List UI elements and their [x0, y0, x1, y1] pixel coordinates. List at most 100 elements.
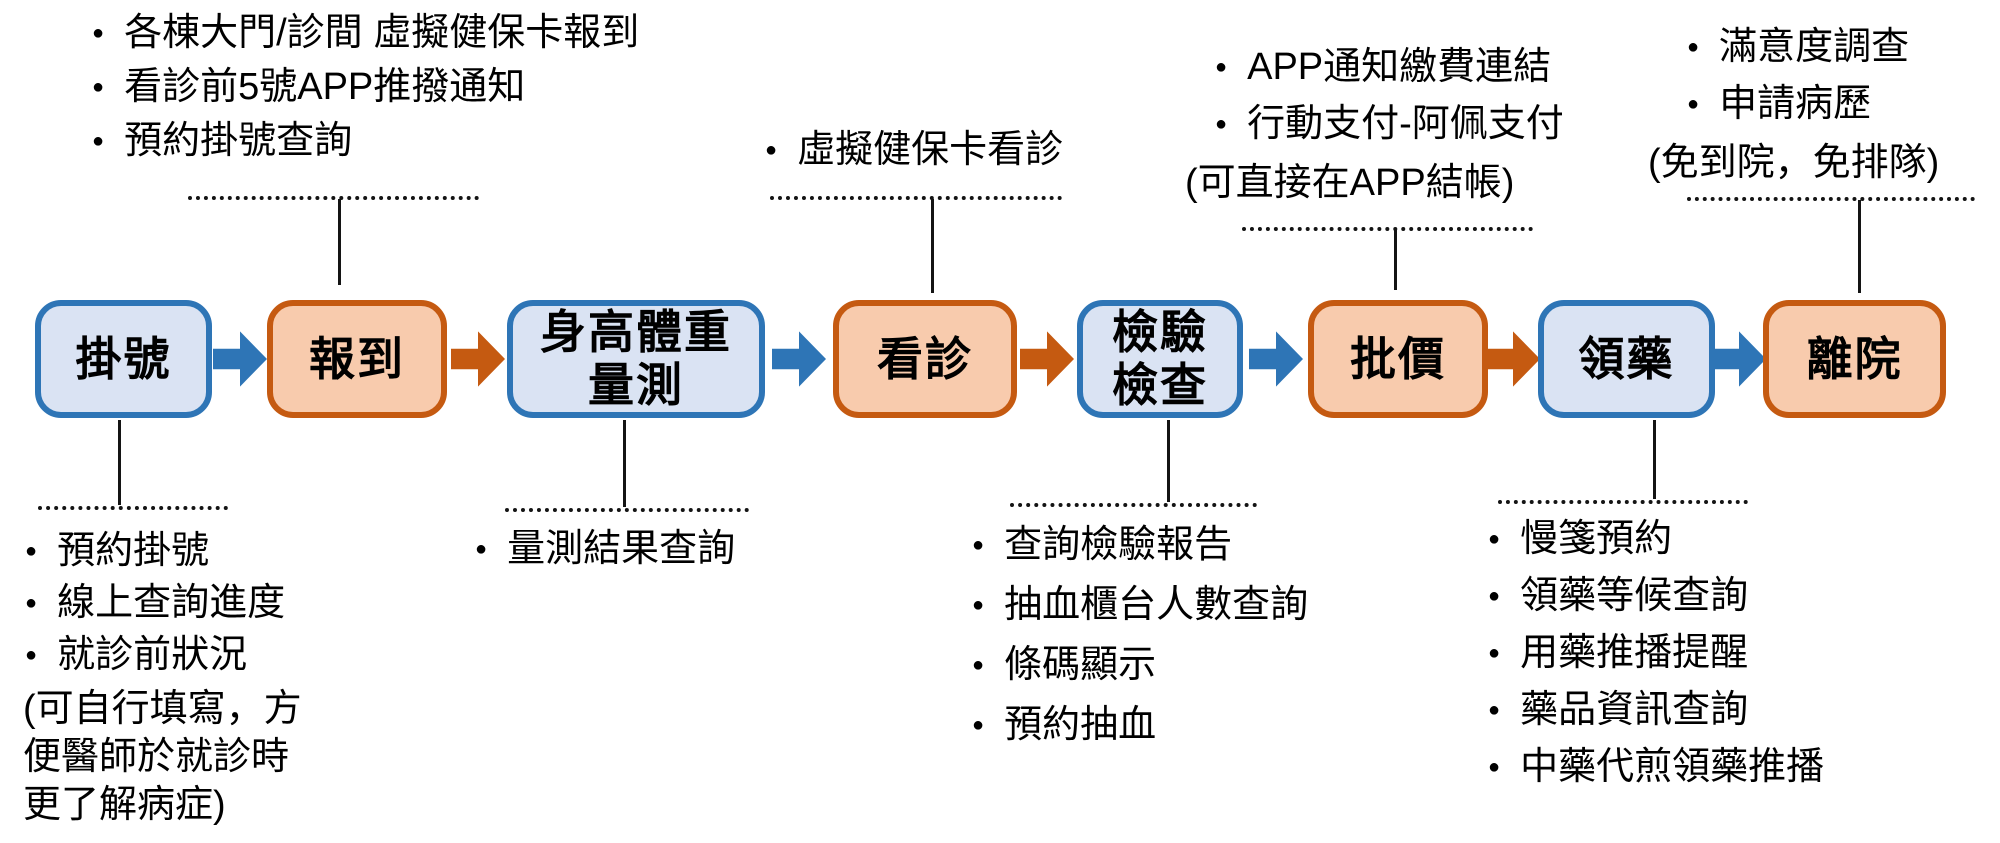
flow-arrow-icon [213, 331, 267, 387]
annotation-measure-bottom-list: ● 量測結果查詢 [475, 527, 735, 571]
bullet-icon: ● [25, 644, 38, 666]
list-item-text: 預約掛號 [57, 530, 210, 572]
flow-arrow-icon [1249, 331, 1303, 387]
list-item-text: 查詢檢驗報告 [1004, 524, 1233, 566]
list-item: ● 抽血櫃台人數查詢 [972, 583, 1308, 627]
flow-arrow-icon [1712, 331, 1766, 387]
bullet-icon: ● [1687, 36, 1700, 58]
annotation-checkin-top: ● 各棟大門/診間 虛擬健保卡報到 ● 看診前5號APP推撥通知 ● 預約掛號查詢 [92, 11, 639, 173]
flow-arrow-icon [772, 331, 826, 387]
step-lab-exam: 檢驗 檢查 [1077, 300, 1243, 418]
connector-dotted-line-lab [1010, 503, 1257, 507]
annotation-pharmacy-bottom: ● 慢箋預約 ● 領藥等候查詢 ● 用藥推播提醒 ● 藥品資訊查詢 ● 中藥代煎領藥推播 [1488, 517, 1824, 802]
annotation-lab-bottom: ● 查詢檢驗報告 ● 抽血櫃台人數查詢 ● 條碼顯示 ● 預約抽血 [972, 523, 1308, 763]
connector-dotted-line-consult [770, 196, 1062, 200]
list-item-text: 量測結果查詢 [507, 528, 736, 570]
annotation-pharmacy-bottom-list: ● 慢箋預約 ● 領藥等候查詢 ● 用藥推播提醒 ● 藥品資訊查詢 ● 中藥代煎領藥推播 [1488, 517, 1824, 789]
bullet-icon: ● [1488, 756, 1501, 778]
list-item: ● 用藥推播提醒 [1488, 631, 1824, 675]
list-item-text: APP通知繳費連結 [1247, 46, 1552, 88]
annotation-note: (可自行填寫，方 便醫師於就診時 更了解病症) [23, 688, 302, 826]
bullet-icon: ● [1687, 93, 1700, 115]
flow-arrow-icon [1020, 331, 1074, 387]
bullet-icon: ● [972, 654, 985, 676]
step-height-weight-measure: 身高體重 量測 [507, 300, 765, 418]
connector-line-pharmacy [1653, 420, 1656, 499]
list-item-text: 用藥推播提醒 [1520, 632, 1749, 674]
bullet-icon: ● [1215, 56, 1228, 78]
list-item-text: 藥品資訊查詢 [1520, 689, 1749, 731]
bullet-icon: ● [765, 139, 778, 161]
step-registration: 掛號 [35, 300, 212, 418]
list-item-text: 申請病歷 [1719, 83, 1872, 125]
annotation-billing-top: ●APP通知繳費連結 ●行動支付-阿佩支付 (可直接在APP結帳) [1185, 45, 1564, 207]
step-check-in: 報到 [267, 300, 447, 418]
bullet-icon: ● [25, 592, 38, 614]
connector-line-discharge [1858, 200, 1861, 293]
list-item-text: 看診前5號APP推撥通知 [124, 66, 526, 108]
step-consultation: 看診 [833, 300, 1017, 418]
list-item: ● 查詢檢驗報告 [972, 523, 1308, 567]
list-item-text: 領藥等候查詢 [1520, 575, 1749, 617]
list-item: ●滿意度調查 [1687, 25, 1939, 69]
connector-line-billing [1394, 230, 1397, 290]
step-billing: 批價 [1308, 300, 1488, 418]
bullet-icon: ● [1488, 528, 1501, 550]
list-item-text: 預約抽血 [1004, 704, 1157, 746]
list-item: ● APP通知繳費連結 [1215, 45, 1564, 89]
list-item: ●就診前狀況 [25, 633, 302, 677]
annotation-register-bottom-list: ● 預約掛號 ● 線上查詢進度 ●就診前狀況 [25, 529, 302, 677]
annotation-discharge-top: ●滿意度調查 ● 申請病歷 (免到院，免排隊) [1648, 25, 1939, 187]
annotation-consult-top: ● 虛擬健保卡看診 [765, 128, 1063, 172]
bullet-icon: ● [1488, 585, 1501, 607]
list-item-text: 線上查詢進度 [57, 582, 286, 624]
bullet-icon: ● [972, 594, 985, 616]
bullet-icon: ● [92, 130, 105, 152]
list-item: ● 看診前5號APP推撥通知 [92, 65, 639, 109]
flow-arrow-icon [1486, 331, 1540, 387]
bullet-icon: ● [1488, 699, 1501, 721]
list-item: ● 虛擬健保卡看診 [765, 128, 1063, 172]
list-item: ●行動支付-阿佩支付 [1215, 102, 1564, 146]
bullet-icon: ● [1215, 113, 1228, 135]
list-item-text: 慢箋預約 [1520, 518, 1673, 560]
list-item-text: 預約掛號查詢 [124, 120, 353, 162]
bullet-icon: ● [972, 714, 985, 736]
list-item: ● 預約掛號 [25, 529, 302, 573]
connector-dotted-line-measure [505, 508, 749, 512]
bullet-icon: ● [25, 540, 38, 562]
list-item-text: 抽血櫃台人數查詢 [1004, 584, 1309, 626]
annotation-register-bottom: ● 預約掛號 ● 線上查詢進度 ●就診前狀況 (可自行填寫，方 便醫師於就診時 更了… [23, 529, 302, 829]
bullet-icon: ● [1488, 642, 1501, 664]
bullet-icon: ● [92, 76, 105, 98]
annotation-measure-bottom: ● 量測結果查詢 [475, 527, 735, 571]
step-discharge: 離院 [1763, 300, 1946, 418]
annotation-lab-bottom-list: ● 查詢檢驗報告 ● 抽血櫃台人數查詢 ● 條碼顯示 ● 預約抽血 [972, 523, 1308, 747]
list-item: ● 藥品資訊查詢 [1488, 688, 1824, 732]
list-item: ● 線上查詢進度 [25, 581, 302, 625]
connector-line-measure [623, 420, 626, 507]
list-item: ● 慢箋預約 [1488, 517, 1824, 561]
list-item: ● 領藥等候查詢 [1488, 574, 1824, 618]
connector-dotted-line-register [38, 506, 228, 510]
list-item: ● 量測結果查詢 [475, 527, 735, 571]
list-item-text: 條碼顯示 [1004, 644, 1157, 686]
connector-dotted-line-checkin [188, 196, 479, 200]
annotation-discharge-top-list: ●滿意度調查 ● 申請病歷 [1687, 25, 1939, 126]
connector-line-register [118, 420, 121, 505]
list-item-text: 各棟大門/診間 虛擬健保卡報到 [124, 12, 640, 54]
list-item-text: 虛擬健保卡看診 [797, 129, 1064, 171]
connector-dotted-line-pharmacy [1498, 500, 1748, 504]
list-item: ● 中藥代煎領藥推播 [1488, 745, 1824, 789]
annotation-billing-top-list: ● APP通知繳費連結 ●行動支付-阿佩支付 [1215, 45, 1564, 146]
annotation-note: (免到院，免排隊) [1648, 142, 1940, 184]
bullet-icon: ● [475, 538, 488, 560]
flow-arrow-icon [451, 331, 505, 387]
annotation-consult-top-list: ● 虛擬健保卡看診 [765, 128, 1063, 172]
list-item-text: 中藥代煎領藥推播 [1520, 746, 1825, 788]
connector-line-checkin [338, 199, 341, 285]
connector-line-lab [1167, 420, 1170, 502]
bullet-icon: ● [972, 534, 985, 556]
list-item: ● 預約抽血 [972, 703, 1308, 747]
